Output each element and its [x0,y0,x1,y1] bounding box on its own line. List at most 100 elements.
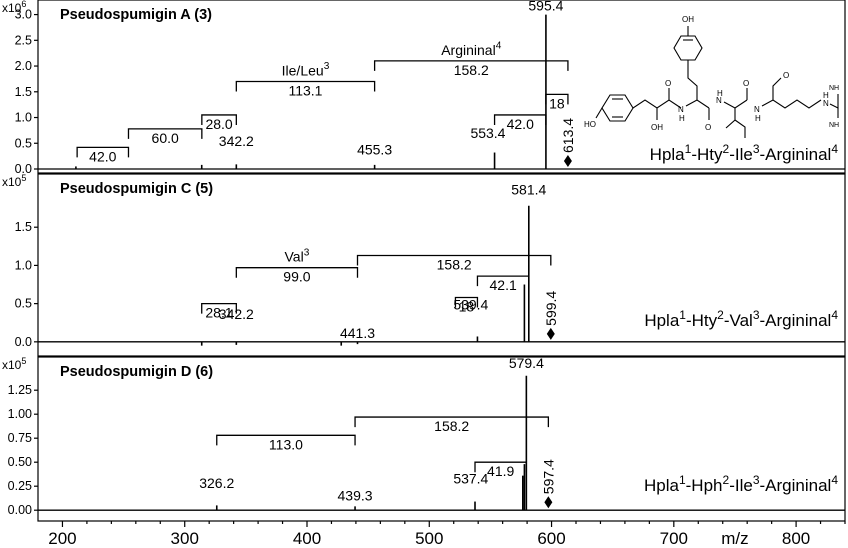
hpla-ho-label: HO [584,120,596,129]
fragment-loss-label: 42.1 [490,277,517,293]
spectrum-panel: 0.00.51.01.5x105342.2441.3539.4581.4599.… [2,173,846,357]
residue-label: Val3 [285,247,310,264]
guanidine-bonds [829,94,839,109]
y-tick-label: 1.0 [15,258,32,272]
ile-nh-h: H [717,89,723,98]
fragment-loss-label: 42.0 [89,148,116,164]
guanidine-nh-h: H [823,91,829,100]
spectrum-panel: 0.00.51.01.52.02.53.0x106342.2455.3553.4… [2,0,846,176]
y-exponent-label: x105 [2,173,26,189]
precursor-diamond [546,327,555,340]
peak-label: 342.2 [219,306,254,322]
precursor-label: 613.4 [560,118,576,153]
panel-frame [37,356,846,522]
fragment-loss-bracket [127,128,203,139]
residue-label: Ile/Leu3 [282,61,330,78]
hty-backbone [685,99,710,109]
y-tick-label: 0.0 [15,335,32,349]
y-tick-label: 1.00 [8,407,32,421]
arg-nh-label: N [754,105,760,114]
y-tick-label: 3.0 [15,8,32,22]
ile-sidechain-ethyl [734,119,746,138]
arg-aldehyde [772,77,782,100]
y-tick-label: 0.5 [15,136,32,150]
hty-nh-h: H [679,114,685,123]
x-tick-label: 400 [293,529,321,548]
ile-carbonyl-o: O [743,79,749,88]
hpla-oh-label: OH [651,123,663,132]
panel-title: Pseudospumigin D (6) [60,364,213,380]
precursor-diamond [563,155,572,167]
hty-sidechain [687,64,698,100]
fragment-loss-label: 42.0 [507,116,534,132]
fragment-loss-label: 41.9 [487,463,514,479]
fragment-loss-label: 60.0 [152,130,179,146]
ile-backbone [723,99,748,109]
x-tick-label: 300 [171,529,199,548]
y-tick-label: 1.25 [8,383,32,397]
y-exponent-label: x106 [2,0,26,15]
peak-label: 553.4 [470,125,505,141]
fragment-loss-bracket [201,114,237,125]
guanidine-nh-label: NH [829,122,839,129]
fragment-loss-label: 158.2 [434,418,469,434]
y-tick-label: 0.25 [8,479,32,493]
panel-title: Pseudospumigin A (3) [60,7,212,23]
hty-nh-label: N [678,105,684,114]
panel-title: Pseudospumigin C (5) [60,181,213,197]
y-tick-label: 2.5 [15,33,32,47]
fragment-loss-label: 18 [459,299,475,315]
y-tick-label: 1.5 [15,220,32,234]
ile-sidechain [725,108,736,129]
fragment-loss-label: 28.1 [205,305,232,321]
x-tick-label: 200 [48,529,76,548]
peak-label: 439.3 [338,488,373,504]
y-exponent-label: x105 [2,356,26,372]
fragment-loss-label: 99.0 [283,269,310,285]
guanidine-n-label: N [823,99,829,108]
fragment-loss-label: 18 [549,95,565,111]
y-tick-label: 0.0 [15,162,32,176]
x-tick-label: 500 [415,529,443,548]
hty-phenol-ring [673,35,703,61]
y-tick-label: 2.0 [15,59,32,73]
fragment-loss-bracket [216,434,356,446]
chemical-structure: HO OH O N H OH O N H O N H O H N [584,15,839,138]
fragment-loss-bracket [454,296,479,308]
ile-nh-label: N [716,96,722,105]
peak-label: 539.4 [453,297,488,313]
hty-carbonyl-o: O [705,123,711,132]
y-tick-label: 0.50 [8,455,32,469]
peak-label: 537.4 [453,470,488,486]
fragment-loss-bracket [545,93,569,105]
arg-nh-h: H [755,114,761,123]
y-tick-label: 1.5 [15,85,32,99]
fragment-loss-bracket [354,416,550,428]
y-tick-label: 1.0 [15,111,32,125]
precursor-label: 597.4 [540,459,556,494]
peak-label: 342.2 [219,133,254,149]
fragment-loss-label: 158.2 [454,62,489,78]
fragment-loss-label: 113.1 [288,82,322,98]
precursor-diamond [544,496,553,509]
panel-frame [37,0,846,174]
x-tick-label: 600 [537,529,565,548]
peak-label: 595.4 [528,0,563,13]
sequence-label: Hpla1-Hph2-Ile3-Argininal4 [644,473,838,495]
arg-backbone [761,99,822,109]
x-tick-label: 800 [782,529,810,548]
peak-label: 441.3 [340,325,375,341]
y-tick-label: 0.5 [15,297,32,311]
fragment-loss-bracket [493,114,547,125]
x-axis-label: m/z [721,529,748,548]
hty-oh-label: OH [682,15,694,24]
fragment-loss-bracket [76,146,130,158]
sequence-label: Hpla1-Hty2-Ile3-Argininal4 [650,142,839,164]
spectrum-panel: 0.000.250.500.751.001.25x105326.2439.353… [2,355,846,522]
fragment-loss-bracket [235,80,376,92]
x-tick-label: 700 [660,529,688,548]
fragment-loss-label: 158.2 [437,256,472,272]
residue-label: Argininal4 [441,41,501,58]
